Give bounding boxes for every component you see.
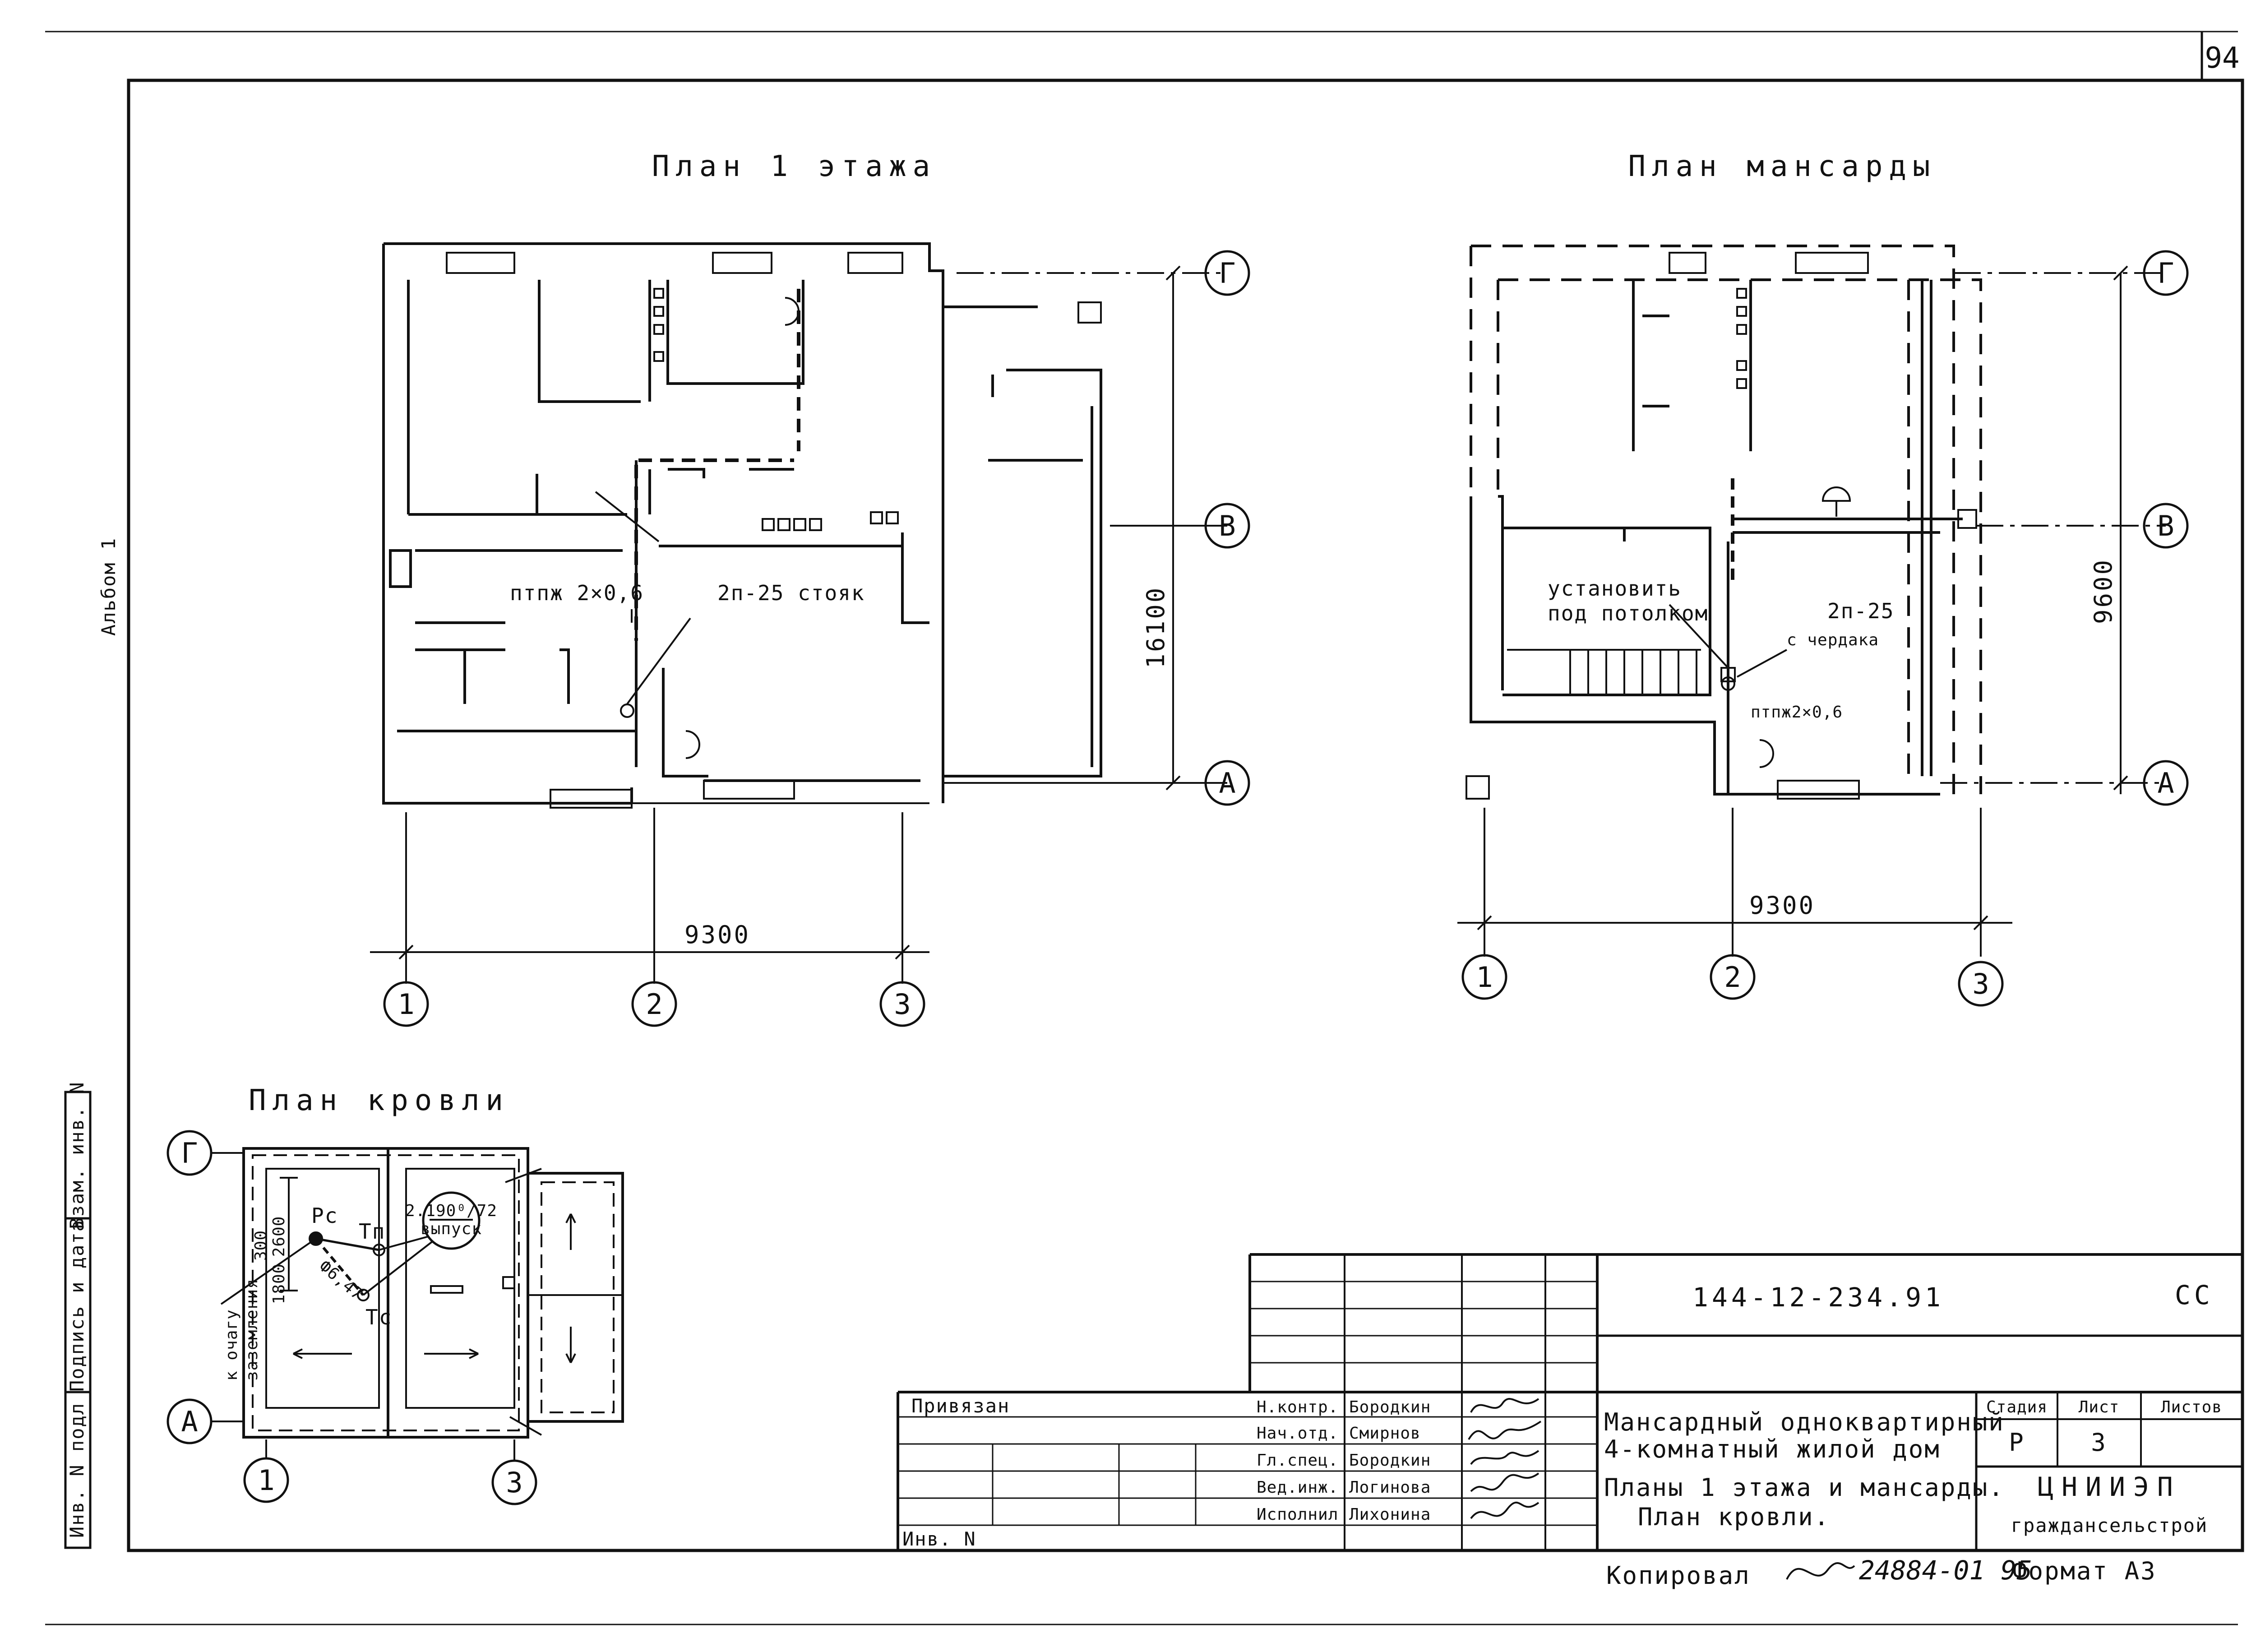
attic-axis-2: 2: [1724, 961, 1741, 994]
tb-name-4: Лихонина: [1349, 1505, 1431, 1524]
first-floor-title: План 1 этажа: [652, 150, 936, 183]
tb-sheet-header: Лист: [2079, 1398, 2120, 1416]
tb-signatures: [1468, 1398, 1542, 1519]
attic-axis-3: 3: [1972, 967, 1989, 1000]
tb-mark: СС: [2175, 1280, 2214, 1310]
tb-name-0: Бородкин: [1349, 1398, 1431, 1416]
footer-order-no: 24884-01 95: [1859, 1555, 2032, 1586]
attic-dim-width: 9300: [1749, 891, 1815, 920]
tb-org-line1: ЦНИИЭП: [2038, 1472, 2181, 1502]
roof-dim-300: 300: [252, 1230, 270, 1261]
tb-inv-no: Инв. N: [902, 1528, 976, 1550]
footer-signature: [1786, 1562, 1855, 1580]
roof-pc-label: Рс: [311, 1203, 338, 1228]
stamp-replaced-inv: Взам. инв. N: [66, 1081, 88, 1229]
tb-name-1: Смирнов: [1349, 1424, 1421, 1443]
tb-project-line2: 4-комнатный жилой дом: [1604, 1435, 1941, 1463]
first-floor-fixtures: [595, 288, 899, 759]
roof-axes: [166, 1130, 537, 1505]
attic-plan: [1465, 252, 1977, 800]
roof-dim-2600: 2600: [270, 1216, 288, 1257]
first-floor-plan: [382, 242, 1102, 809]
tb-project-line1: Мансардный одноквартирный: [1604, 1408, 2005, 1436]
left-stamp: [64, 1091, 92, 1549]
roof-axis-3: 3: [506, 1466, 522, 1499]
attic-2p25-label: 2п-25: [1827, 599, 1894, 623]
tb-sheet-line2: План кровли.: [1638, 1503, 1830, 1531]
ff-dim-width: 9300: [684, 921, 750, 949]
attic-axis-a: А: [2157, 767, 2174, 800]
stamp-signature-date: Подпись и дата: [66, 1219, 88, 1392]
tb-role-3: Вед.инж.: [1257, 1478, 1338, 1497]
roof-tp-label: Тп: [359, 1219, 385, 1244]
tb-privyazan: Привязан: [911, 1395, 1010, 1417]
sheet-frame: [45, 31, 2244, 1625]
attic-dim-depth: 9600: [2089, 558, 2117, 624]
tb-sheets-header: Листов: [2161, 1398, 2222, 1416]
roof-grounding: [220, 1177, 481, 1305]
attic-note-line1: установить: [1548, 576, 1682, 601]
ff-axis-1: 1: [398, 988, 414, 1021]
roof-grounding-line2: заземления: [243, 1278, 261, 1381]
ff-axis-3: 3: [894, 988, 911, 1021]
attic-title: План мансарды: [1628, 150, 1937, 183]
title-block-grid: [897, 1253, 2242, 1550]
attic-fixtures: [1669, 288, 1851, 768]
page-number: 94: [2205, 42, 2239, 75]
attic-axis-1: 1: [1476, 961, 1493, 994]
attic-stair: [1507, 649, 1701, 695]
album-label: Альбом 1: [97, 537, 120, 636]
roof-outlet-line1: 2.190⁰/72: [405, 1202, 497, 1220]
roof-dashed: [252, 1154, 615, 1431]
stamp-inv-podl: Инв. N подл: [66, 1402, 88, 1538]
attic-from-attic-label: с чердака: [1787, 631, 1879, 649]
tb-stage: Р: [2009, 1428, 2025, 1457]
roof-plan: [242, 1147, 624, 1439]
roof-axis-g: Г: [181, 1137, 198, 1170]
tb-role-1: Нач.отд.: [1257, 1424, 1338, 1443]
footer-format: Формат А3: [2012, 1557, 2157, 1585]
roof-dim-1800: 1800: [270, 1263, 288, 1305]
roof-axis-1: 1: [258, 1464, 274, 1497]
tb-role-0: Н.контр.: [1257, 1398, 1338, 1416]
ff-dim-depth: 16100: [1142, 586, 1170, 669]
tb-stage-header: Стадия: [1986, 1398, 2048, 1416]
attic-axes: [1457, 250, 2189, 1007]
tb-name-2: Бородкин: [1349, 1451, 1431, 1470]
ff-axis-a: А: [1219, 767, 1235, 800]
footer-copied-label: Копировал: [1606, 1561, 1751, 1590]
ff-axis-2: 2: [646, 988, 662, 1021]
tb-sheet-no: 3: [2091, 1428, 2107, 1457]
roof-plan-inner: [265, 1168, 623, 1436]
attic-axis-g: Г: [2157, 257, 2174, 290]
first-floor-leaders: [626, 609, 691, 705]
tb-name-3: Логинова: [1349, 1478, 1431, 1497]
attic-ptpzh-label: птпж2×0,6: [1751, 703, 1843, 722]
roof-title: План кровли: [249, 1084, 509, 1117]
tb-sheet-line1: Планы 1 этажа и мансарды.: [1604, 1473, 2005, 1502]
tb-role-4: Исполнил: [1257, 1505, 1338, 1524]
ff-ptpzh-label: птпж 2×0,6: [510, 581, 644, 605]
tb-code: 144-12-234.91: [1692, 1282, 1944, 1313]
ff-axis-g: Г: [1219, 257, 1235, 290]
roof-outlet-line2: выпуск: [421, 1220, 482, 1238]
roof-diam-label: Ф6,47: [315, 1257, 366, 1304]
roof-tc-label: Тс: [365, 1305, 392, 1329]
attic-axis-v: В: [2157, 509, 2174, 542]
roof-grounding-line1: к очагу: [222, 1309, 241, 1381]
roof-axis-a: А: [181, 1405, 198, 1438]
attic-plan-dashed: [1470, 245, 1982, 794]
ff-axis-v: В: [1219, 509, 1235, 542]
tb-role-2: Гл.спец.: [1257, 1451, 1338, 1470]
ff-riser-label: 2п-25 стояк: [717, 581, 865, 605]
tb-org-line2: граждансельстрой: [2011, 1514, 2208, 1536]
first-floor-axes: [370, 250, 1250, 1027]
attic-note-line2: под потолком: [1548, 601, 1708, 625]
